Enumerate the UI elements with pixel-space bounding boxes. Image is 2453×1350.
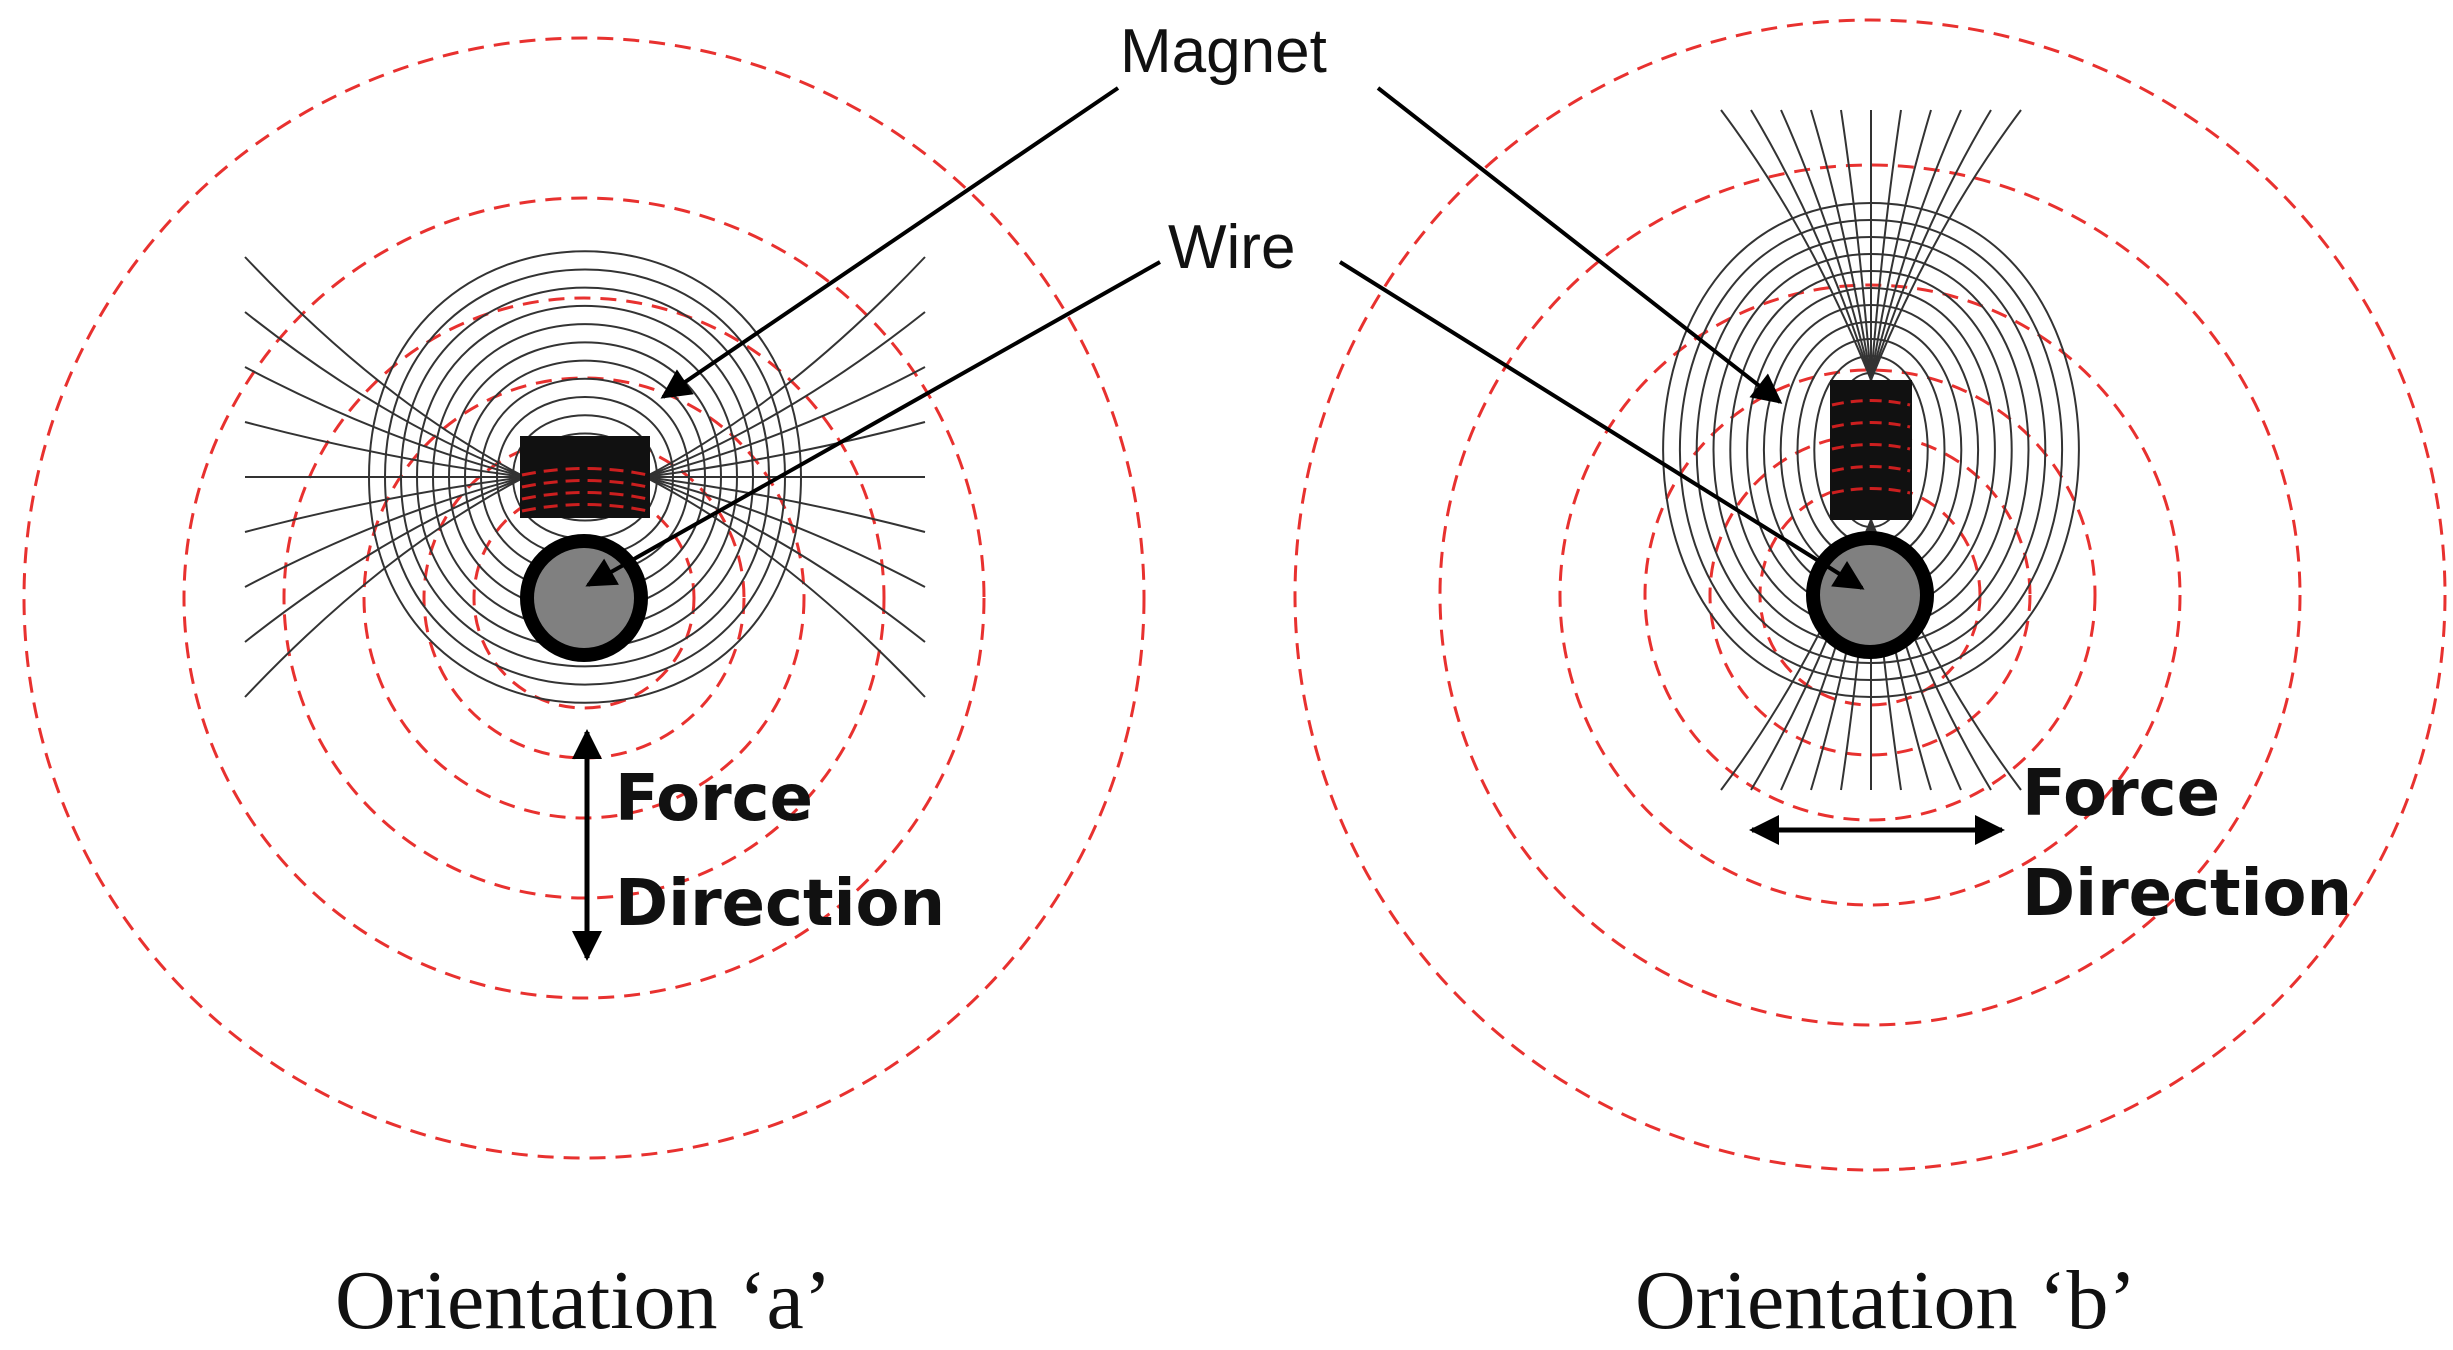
magnet-field-line xyxy=(1729,270,1872,630)
magnet-field-line xyxy=(1720,109,1872,381)
magnet-field-line xyxy=(644,311,926,478)
wire-a-field-circle xyxy=(182,196,986,1000)
magnet-stripe xyxy=(521,491,649,501)
magnet-field-line xyxy=(416,305,754,478)
wire-pointer-a xyxy=(585,260,1161,587)
magnet-field-line xyxy=(644,421,926,478)
magnet-field-line xyxy=(1813,355,1872,545)
wire-b xyxy=(1806,531,1934,659)
magnet-field-line xyxy=(244,421,526,478)
magnet-field-line xyxy=(1870,219,2064,681)
magnet-stripe xyxy=(521,479,649,489)
magnet-field-line xyxy=(1662,202,1872,698)
magnet-field-line xyxy=(1810,109,1872,381)
magnet-field-line xyxy=(384,476,786,686)
magnet-field-line xyxy=(1870,109,1962,381)
magnet-field-line xyxy=(1695,236,1872,664)
magnet-field-line xyxy=(480,377,690,478)
magnet-field-line xyxy=(1870,355,1929,545)
magnet-field-line xyxy=(1870,109,1992,381)
wire-b-field-circle xyxy=(1708,433,2032,757)
wire-label: Wire xyxy=(1168,213,1295,282)
magnet-field-line xyxy=(644,476,926,698)
magnet-field-line xyxy=(1678,219,1872,681)
wire-pointer-b xyxy=(1338,260,1865,590)
magnet-field-line xyxy=(1840,109,1872,381)
magnet-field-line xyxy=(644,476,926,533)
magnet-field-line xyxy=(448,341,722,478)
force-direction-label-b-line1: Force xyxy=(2022,757,2220,831)
magnet-b xyxy=(1830,380,1912,520)
magnet-field-line xyxy=(244,311,526,478)
wire-a-field-circle xyxy=(422,436,746,760)
magnet-field-line xyxy=(644,366,926,478)
magnet-field-line xyxy=(1870,109,2022,381)
magnet-pointer-b xyxy=(1376,86,1783,404)
magnet-field-line xyxy=(464,359,706,478)
magnet-field-line xyxy=(644,476,926,643)
magnet-field-line xyxy=(644,256,926,478)
magnet-field-line xyxy=(1870,202,2080,698)
magnet-field-line xyxy=(432,323,738,478)
caption-orientation-b: Orientation ‘b’ xyxy=(1635,1254,2137,1347)
magnet-label: Magnet xyxy=(1120,17,1327,86)
magnet-field-line xyxy=(1870,236,2047,664)
magnet-stripe xyxy=(1831,487,1911,495)
magnet-field-line xyxy=(244,476,526,643)
magnet-field-line xyxy=(1870,270,2013,630)
magnet-field-line xyxy=(384,268,786,478)
magnet-field-line xyxy=(244,476,526,588)
magnet-field-line xyxy=(244,366,526,478)
magnet-a xyxy=(520,436,650,518)
magnet-stripe xyxy=(1831,399,1911,407)
magnet-field-line xyxy=(400,476,770,668)
magnet-field-line xyxy=(244,256,526,478)
wire-b-field-circle xyxy=(1438,163,2302,1027)
magnet-field-line xyxy=(496,396,674,478)
magnet-field-line xyxy=(1750,109,1872,381)
magnet-field-line xyxy=(1870,109,1932,381)
magnet-stripe xyxy=(1831,443,1911,451)
magnet-field-lines-a xyxy=(244,250,926,704)
magnet-field-line xyxy=(1870,109,1902,381)
wire-a xyxy=(520,534,648,662)
magnet-field-line xyxy=(368,250,802,478)
magnet-field-line xyxy=(244,476,526,533)
force-direction-label-a-line1: Force xyxy=(615,762,813,836)
magnet-field-line xyxy=(368,476,802,704)
caption-orientation-a: Orientation ‘a’ xyxy=(335,1254,832,1347)
magnet-stripe xyxy=(1831,465,1911,473)
wire-a-field-circle xyxy=(22,36,1146,1160)
magnet-stripe xyxy=(521,503,649,513)
magnet-field-line xyxy=(244,476,526,698)
magnet-pointer-a xyxy=(660,86,1120,399)
magnet-field-line xyxy=(1870,253,2030,647)
force-direction-label-a-line2: Direction xyxy=(615,867,945,941)
magnet-stripe xyxy=(521,467,649,477)
wire-a-field-circle xyxy=(472,486,696,710)
panel-orientation-a: Force Direction xyxy=(22,36,1146,1160)
magnet-field-line xyxy=(512,414,658,478)
wire-b-field-circle xyxy=(1293,18,2447,1172)
force-direction-label-b-line2: Direction xyxy=(2022,857,2352,931)
magnet-field-line xyxy=(644,476,926,588)
magnet-stripe xyxy=(1831,421,1911,429)
magnet-field-line xyxy=(1712,253,1872,647)
panel-orientation-b: Force Direction xyxy=(1293,18,2447,1172)
magnet-field-line xyxy=(400,286,770,478)
magnet-field-line xyxy=(1780,109,1872,381)
